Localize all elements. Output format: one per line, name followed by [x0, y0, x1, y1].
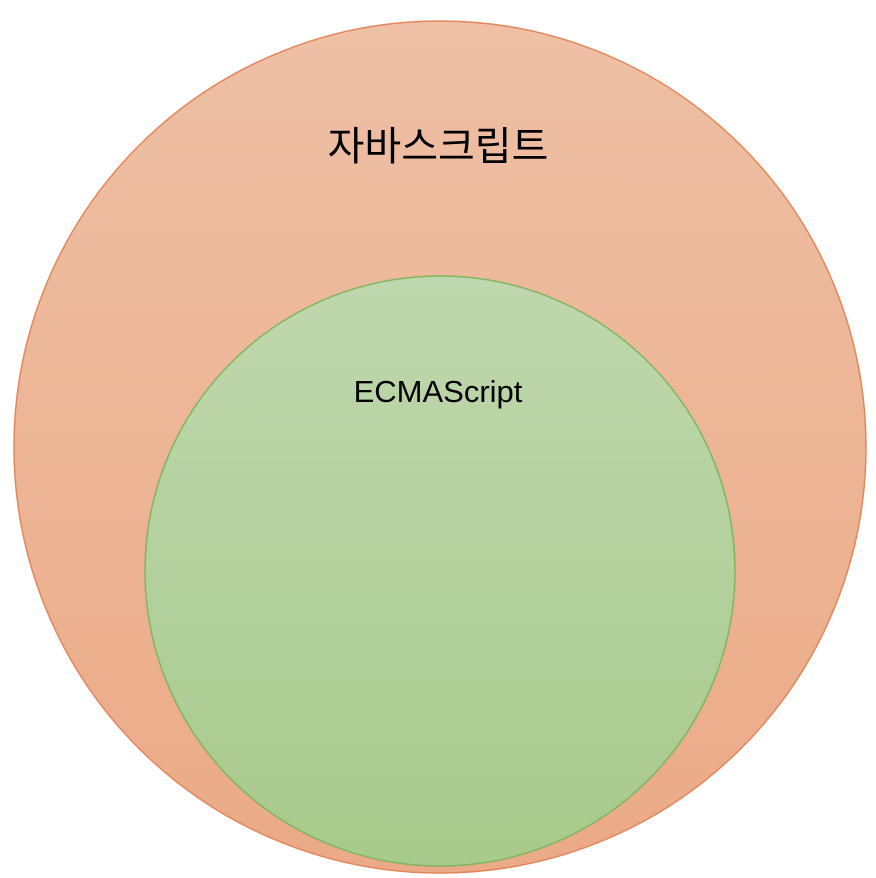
javascript-label: 자바스크립트 — [328, 125, 549, 169]
ecmascript-label: ECMAScript — [354, 374, 523, 409]
ecmascript-circle — [144, 275, 736, 867]
